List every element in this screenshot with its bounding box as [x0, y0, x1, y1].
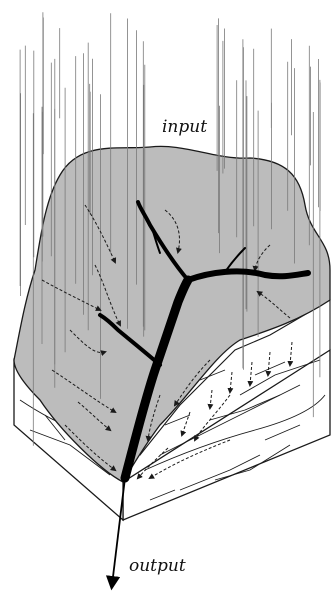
input-label: input [160, 117, 209, 137]
output-label: output [127, 556, 188, 576]
